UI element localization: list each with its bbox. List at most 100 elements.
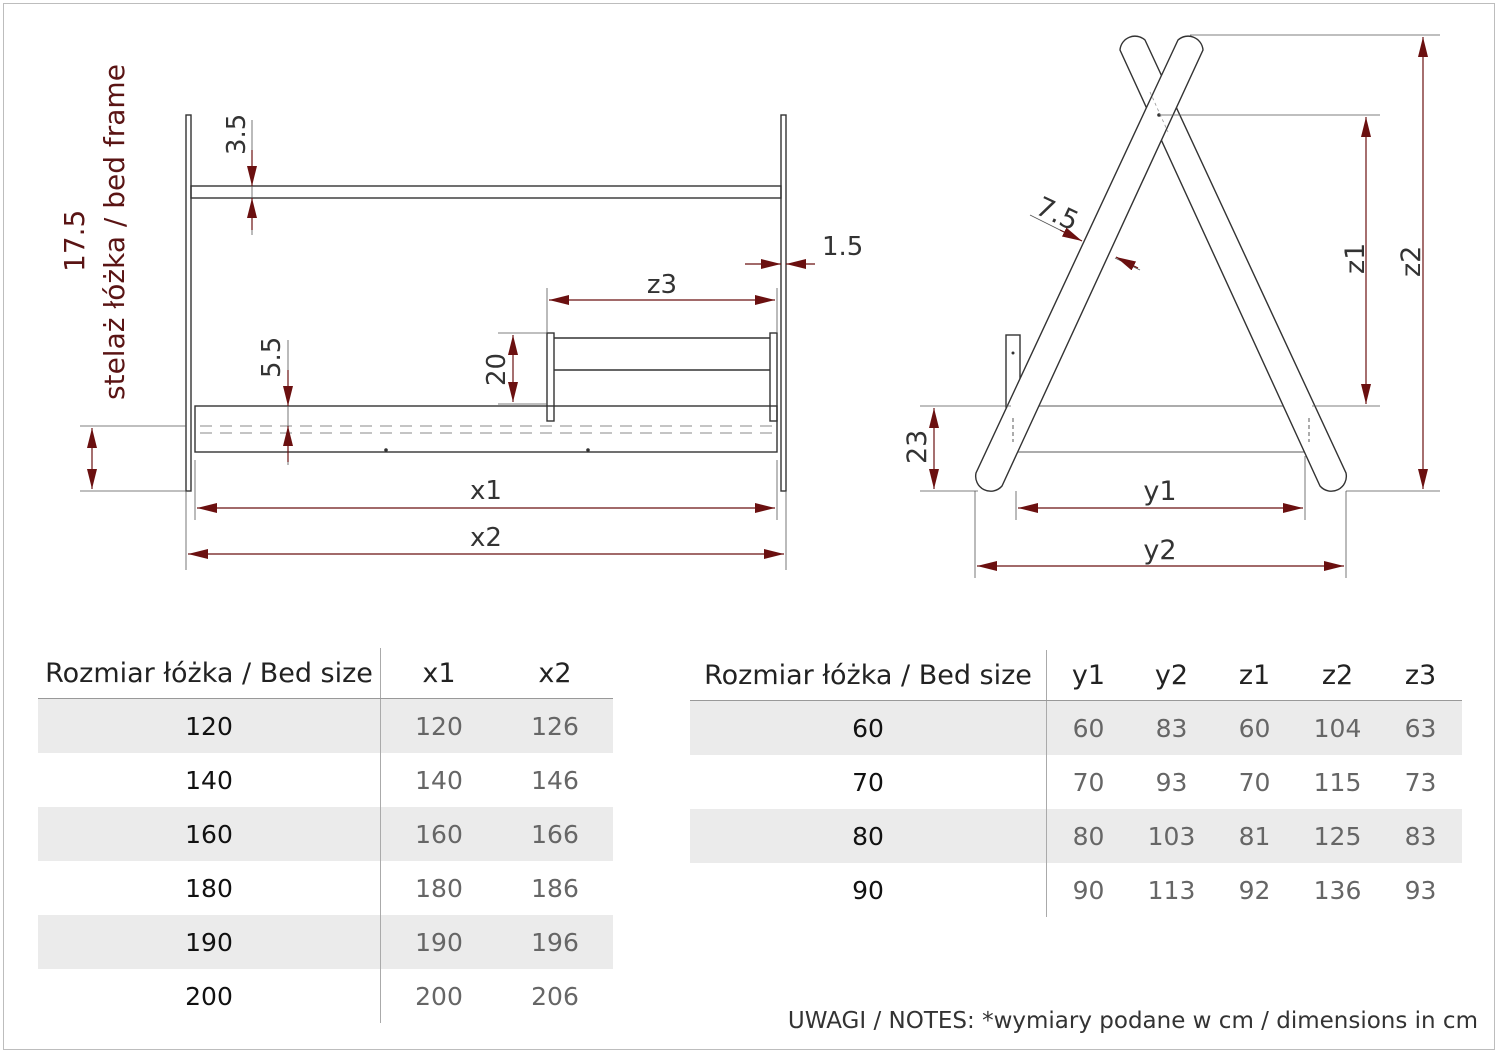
cell-z3: 73	[1404, 767, 1437, 797]
cell-y2: 93	[1155, 767, 1188, 797]
header-x2: x2	[497, 648, 613, 699]
cell-size: 90	[690, 863, 1047, 917]
x1-label: x1	[470, 476, 502, 506]
table-row: 180 180 186	[38, 861, 613, 915]
cell-x2: 196	[497, 915, 613, 969]
technical-drawing: 3.5 1.5 z3 20 5.5 x1 x2 17.5 stelaż łóżk…	[58, 34, 1440, 578]
cell-x1: 200	[415, 981, 463, 1011]
guard-post-right	[769, 332, 778, 422]
cell-size: 190	[38, 915, 381, 969]
cell-x1: 140	[415, 765, 463, 795]
page-border	[3, 3, 1495, 1050]
left-end-panel	[185, 114, 192, 492]
cell-y1: 90	[1072, 875, 1105, 905]
header-z3: z3	[1379, 650, 1462, 701]
cell-x1: 180	[415, 873, 463, 903]
side-labels: 7.5 z1 z2 23 y1 y2	[902, 191, 1427, 566]
cell-z1: 92	[1238, 875, 1271, 905]
side-dimension-arrows	[929, 37, 1428, 571]
dim-3-5-label: 3.5	[222, 114, 252, 155]
header-z1: z1	[1213, 650, 1296, 701]
header-bed-size: Rozmiar łóżka / Bed size	[38, 648, 381, 699]
left-leg	[974, 35, 1204, 492]
front-dimension-arrows	[87, 150, 815, 559]
y2-label: y2	[1143, 535, 1176, 566]
z1-label: z1	[1340, 243, 1371, 274]
table-row: 200 200 206	[38, 969, 613, 1023]
dim-23-label: 23	[902, 430, 933, 464]
cell-y2: 113	[1147, 875, 1196, 905]
cell-y2: 103	[1130, 809, 1213, 863]
cell-y1: 70	[1072, 767, 1105, 797]
cell-x2: 206	[531, 981, 579, 1011]
front-labels: 3.5 1.5 z3 20 5.5 x1 x2	[222, 114, 863, 553]
z3-label: z3	[647, 270, 677, 300]
side-extension-lines	[920, 34, 1440, 578]
header-y2: y2	[1130, 650, 1213, 701]
cell-size: 120	[38, 698, 381, 753]
table-header-row: Rozmiar łóżka / Bed size y1 y2 z1 z2 z3	[690, 650, 1462, 701]
table-row: 140 140 146	[38, 753, 613, 807]
x2-label: x2	[470, 523, 502, 553]
y1-label: y1	[1143, 476, 1176, 507]
cell-x2: 186	[531, 873, 579, 903]
z2-label: z2	[1396, 246, 1427, 277]
cell-z2: 136	[1313, 875, 1362, 905]
table-row: 70 70 93 70 115 73	[690, 755, 1462, 809]
table-row: 90 90 113 92 136 93	[690, 863, 1462, 917]
side-view	[974, 35, 1348, 492]
guard-post-left	[546, 332, 555, 422]
cell-x1: 120	[380, 698, 497, 753]
cell-size: 160	[38, 807, 381, 861]
cell-x1: 190	[380, 915, 497, 969]
cell-size: 200	[38, 969, 381, 1023]
dim-17-5-label: 17.5	[58, 210, 91, 272]
side-rail	[194, 405, 778, 453]
cell-x2: 146	[531, 765, 579, 795]
side-frame-box	[1010, 405, 1313, 453]
right-leg	[1119, 35, 1348, 492]
cell-z3: 83	[1379, 809, 1462, 863]
dim-1-5-label: 1.5	[822, 232, 863, 262]
cell-y1: 80	[1046, 809, 1130, 863]
cell-z2: 115	[1313, 767, 1362, 797]
header-z2: z2	[1296, 650, 1379, 701]
cell-z3: 93	[1404, 875, 1437, 905]
bed-frame-labels: 17.5 stelaż łóżka / bed frame	[58, 64, 131, 400]
header-x1: x1	[380, 648, 497, 699]
cell-z1: 81	[1213, 809, 1296, 863]
cell-x1: 160	[380, 807, 497, 861]
cell-z2: 125	[1296, 809, 1379, 863]
cell-x2: 166	[497, 807, 613, 861]
cell-y1: 60	[1046, 700, 1130, 755]
cell-x2: 126	[497, 698, 613, 753]
bed-frame-label: stelaż łóżka / bed frame	[98, 64, 131, 400]
cell-z1: 60	[1213, 700, 1296, 755]
top-bar	[190, 185, 782, 199]
dim-20-label: 20	[482, 353, 512, 386]
right-end-panel	[780, 114, 787, 492]
header-bed-size: Rozmiar łóżka / Bed size	[690, 650, 1047, 701]
cell-size: 180	[38, 861, 381, 915]
front-extension-lines	[80, 120, 815, 570]
cell-size: 70	[690, 755, 1047, 809]
cell-size: 140	[38, 753, 381, 807]
notes-text: UWAGI / NOTES: *wymiary podane w cm / di…	[787, 1008, 1478, 1034]
dim-5-5-label: 5.5	[257, 337, 287, 378]
front-view	[185, 114, 787, 492]
cell-size: 60	[690, 700, 1047, 755]
dim-7-5-label: 7.5	[1031, 191, 1083, 237]
tent-size-table: Rozmiar łóżka / Bed size y1 y2 z1 z2 z3 …	[690, 650, 1462, 917]
cell-z1: 70	[1238, 767, 1271, 797]
cell-size: 80	[690, 809, 1047, 863]
cell-z2: 104	[1296, 700, 1379, 755]
header-y1: y1	[1046, 650, 1130, 701]
cell-y2: 83	[1130, 700, 1213, 755]
table-header-row: Rozmiar łóżka / Bed size x1 x2	[38, 648, 613, 699]
